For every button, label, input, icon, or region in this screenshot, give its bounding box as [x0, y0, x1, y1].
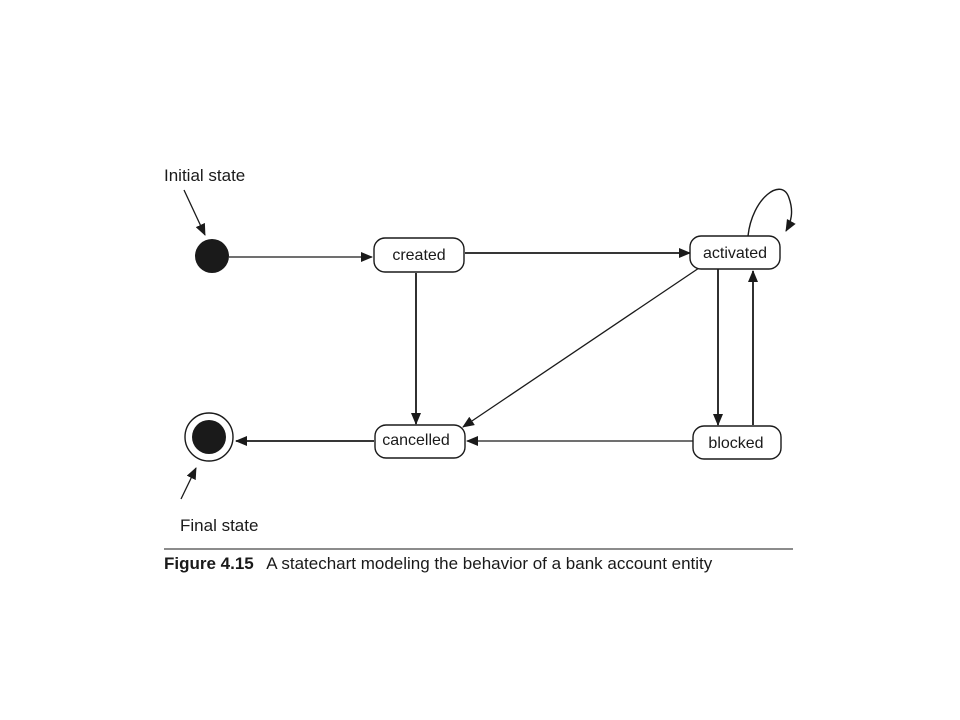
final-state-node — [192, 420, 226, 454]
state-created: created — [373, 237, 465, 273]
figure-caption-text: A statechart modeling the behavior of a … — [266, 554, 713, 573]
initial-state-node — [195, 239, 229, 273]
state-activated: activated — [689, 235, 781, 270]
initial-state-label: Initial state — [164, 166, 245, 185]
final-state-pointer — [180, 467, 197, 500]
state-blocked: blocked — [692, 425, 782, 460]
state-blocked-label: blocked — [708, 435, 763, 452]
state-cancelled: cancelled — [374, 424, 466, 459]
figure-caption: Figure 4.15 A statechart modeling the be… — [164, 554, 713, 573]
state-created-label: created — [392, 247, 445, 264]
figure-number: Figure 4.15 — [164, 554, 254, 573]
state-cancelled-label: cancelled — [382, 432, 450, 449]
transition-activated-self-loop — [747, 188, 796, 237]
transition-activated-to-cancelled — [462, 267, 700, 428]
final-state-label: Final state — [180, 516, 258, 535]
state-activated-label: activated — [703, 245, 767, 262]
initial-state-pointer — [183, 189, 206, 236]
